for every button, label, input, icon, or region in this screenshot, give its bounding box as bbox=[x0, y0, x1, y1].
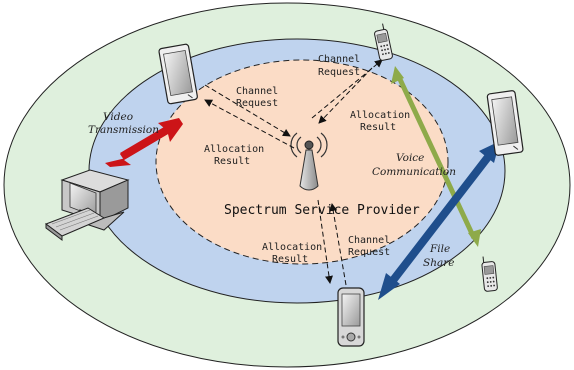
allocation-result-label: Result bbox=[360, 122, 396, 133]
phone-icon bbox=[481, 256, 498, 292]
channel-request-label: Channel bbox=[236, 86, 278, 97]
allocation-result-label: Allocation bbox=[262, 242, 322, 253]
tablet-icon bbox=[486, 90, 524, 156]
allocation-result-arrow-top-right bbox=[311, 59, 383, 119]
allocation-result-arrow-top-left bbox=[204, 99, 295, 149]
channel-request-label: Channel bbox=[348, 235, 390, 246]
tablet-icon bbox=[158, 43, 198, 105]
channel-request-label: Request bbox=[348, 247, 390, 258]
video-transmission-label: Video bbox=[103, 111, 133, 123]
video-transmission-label: Transmission bbox=[88, 124, 159, 136]
allocation-result-label: Result bbox=[214, 156, 250, 167]
video-arrow bbox=[105, 118, 183, 167]
provider-label: Spectrum Service Provider bbox=[224, 203, 420, 218]
allocation-result-label: Allocation bbox=[204, 144, 264, 155]
file-share-label: Share bbox=[423, 257, 454, 269]
channel-request-label: Request bbox=[236, 98, 278, 109]
channel-request-arrow-top-left bbox=[204, 84, 291, 137]
channel-request-label: Channel bbox=[318, 54, 360, 65]
channel-request-arrow-top-right bbox=[318, 67, 373, 124]
allocation-result-label: Result bbox=[272, 254, 308, 265]
computer-icon bbox=[44, 169, 130, 241]
voice-communication-label: Voice bbox=[396, 152, 424, 164]
allocation-result-label: Allocation bbox=[350, 110, 410, 121]
pda-icon bbox=[337, 287, 365, 347]
channel-request-label: Request bbox=[318, 67, 360, 78]
file-share-label: File bbox=[429, 243, 450, 255]
channel-request-arrow-bottom bbox=[329, 203, 347, 286]
control-arrows bbox=[204, 59, 383, 286]
inner-zone bbox=[155, 59, 449, 265]
allocation-result-arrow-bottom bbox=[317, 199, 333, 284]
antenna-icon bbox=[290, 132, 328, 191]
voice-communication-label: Communication bbox=[372, 166, 456, 178]
voice-arrow bbox=[391, 66, 481, 247]
phone-icon bbox=[374, 23, 393, 61]
